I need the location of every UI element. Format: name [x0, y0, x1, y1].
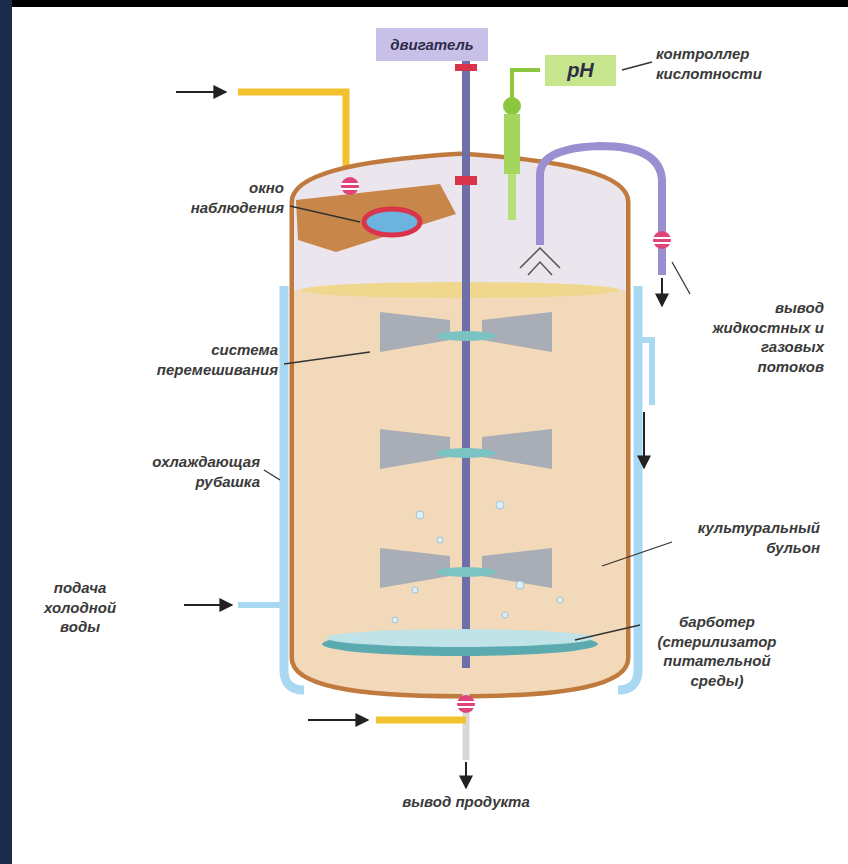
- controller-label: контроллер кислотности: [656, 44, 806, 83]
- valve: [653, 231, 671, 249]
- impeller-blade: [380, 429, 450, 469]
- impeller-blade: [380, 548, 450, 588]
- leader-line: [622, 62, 652, 70]
- node-text: двигатель: [390, 36, 474, 53]
- air-bubble: [502, 612, 508, 618]
- air-bubble: [416, 511, 424, 519]
- air-bubble: [412, 587, 418, 593]
- flow-label: вывод продукта: [400, 792, 532, 812]
- impeller-blade: [380, 312, 450, 352]
- air-bubble: [516, 581, 524, 589]
- motor-box: двигатель: [376, 28, 488, 61]
- air-bubble: [496, 501, 504, 509]
- part-label: барботер (стерилизатор питательной среды…: [642, 612, 792, 690]
- leader-line: [672, 262, 690, 294]
- flow-label: подача холодной воды: [26, 578, 134, 637]
- leader-line: [284, 352, 370, 364]
- air-bubble: [557, 597, 563, 603]
- valve: [341, 177, 359, 195]
- part-label: система перемешивания: [110, 340, 278, 379]
- flow-label: вывод жидкостных и газовых потоков: [694, 298, 824, 376]
- ph-box: pH: [545, 55, 616, 86]
- impeller-disc: [436, 567, 496, 577]
- leader-line: [602, 542, 672, 566]
- impeller-blade: [482, 429, 552, 469]
- valve: [457, 695, 475, 713]
- air-bubble: [437, 537, 443, 543]
- impeller-blade: [482, 548, 552, 588]
- part-label: окно наблюдения: [172, 178, 284, 217]
- impeller-disc: [436, 448, 496, 458]
- impeller-disc: [436, 331, 496, 341]
- node-text: pH: [567, 59, 594, 82]
- part-label: охлаждающая рубашка: [90, 452, 260, 491]
- impeller-blade: [482, 312, 552, 352]
- part-label: культуральный бульон: [668, 518, 820, 557]
- leader-line: [264, 470, 280, 480]
- leader-line: [290, 206, 360, 222]
- leader-line: [575, 625, 640, 640]
- air-bubble: [392, 617, 398, 623]
